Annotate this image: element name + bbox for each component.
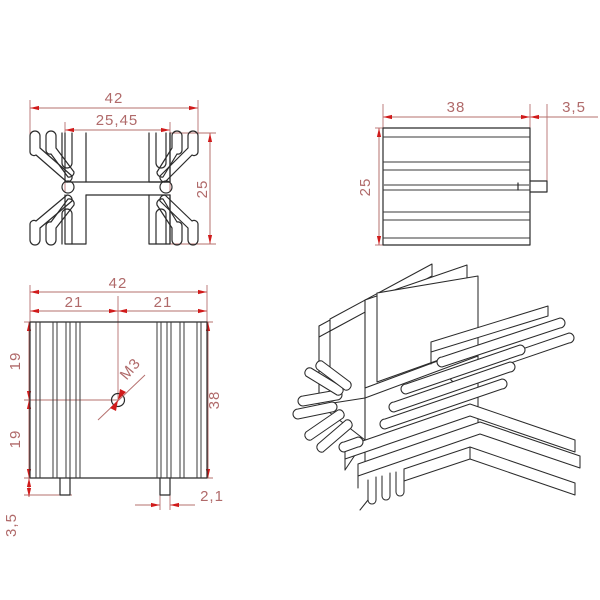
side-view-body (382, 127, 531, 246)
iso-mounting-pin (338, 436, 364, 453)
dim-19-lower: 19 (7, 400, 32, 478)
dim-25-top-left: 25 (194, 133, 213, 244)
iso-left-star-fins (292, 360, 353, 453)
view-top-left-profile: 42 25,45 25 (29, 90, 216, 246)
dim-label-depth: 38 (447, 99, 466, 116)
dim-label-lower-height: 19 (7, 430, 24, 449)
dim-42-top-left: 42 (30, 90, 198, 111)
dim-38-bottom-left: 38 (205, 322, 223, 478)
iso-right-long-fins (379, 305, 575, 430)
dim-25-top-right: 25 (357, 128, 382, 245)
dim-label-width-inner: 25,45 (96, 112, 139, 129)
profile-fins-left-upper (29, 130, 75, 194)
view-bottom-right-isometric (292, 263, 581, 511)
dim-label-half-right: 21 (154, 294, 173, 311)
dim-21-left: 21 (30, 294, 118, 314)
dim-21-right: 21 (118, 294, 207, 314)
dim-label-half-left: 21 (65, 294, 84, 311)
dim-label-pin-height: 3,5 (3, 513, 20, 537)
dim-label-tab-length: 3,5 (562, 99, 586, 116)
profile-central-body (64, 132, 171, 245)
dim-label-front-height: 38 (206, 391, 223, 410)
dim-38-top-right: 38 (383, 99, 530, 120)
dim-label-height-side: 25 (357, 178, 374, 197)
dim-label-width-overall: 42 (105, 90, 124, 107)
iso-rear-fins (318, 263, 479, 409)
profile-fins-right-lower (155, 194, 199, 246)
dim-21mm-pin-width: 2,1 (135, 488, 224, 508)
iso-front-plate (344, 403, 581, 511)
dim-label-pin-width: 2,1 (200, 488, 224, 505)
dim-35-bottom-left: 3,5 (3, 478, 32, 537)
dim-2545-top-left: 25,45 (65, 112, 170, 133)
dim-label-front-width: 42 (109, 275, 128, 292)
dim-label-height-overall: 25 (194, 180, 211, 199)
dim-19-upper: 19 (7, 322, 32, 400)
dim-35-top-right: 3,5 (530, 99, 598, 120)
dim-label-upper-height: 19 (7, 352, 24, 371)
side-view-mounting-tab (517, 180, 548, 193)
profile-fins-right-upper (155, 130, 199, 194)
dim-42-bottom-left: 42 (30, 275, 207, 295)
profile-fins-left-lower (29, 194, 75, 246)
front-view-body (29, 321, 208, 479)
view-top-right-side: 38 3,5 25 (357, 99, 598, 246)
front-view-pins (59, 477, 171, 496)
